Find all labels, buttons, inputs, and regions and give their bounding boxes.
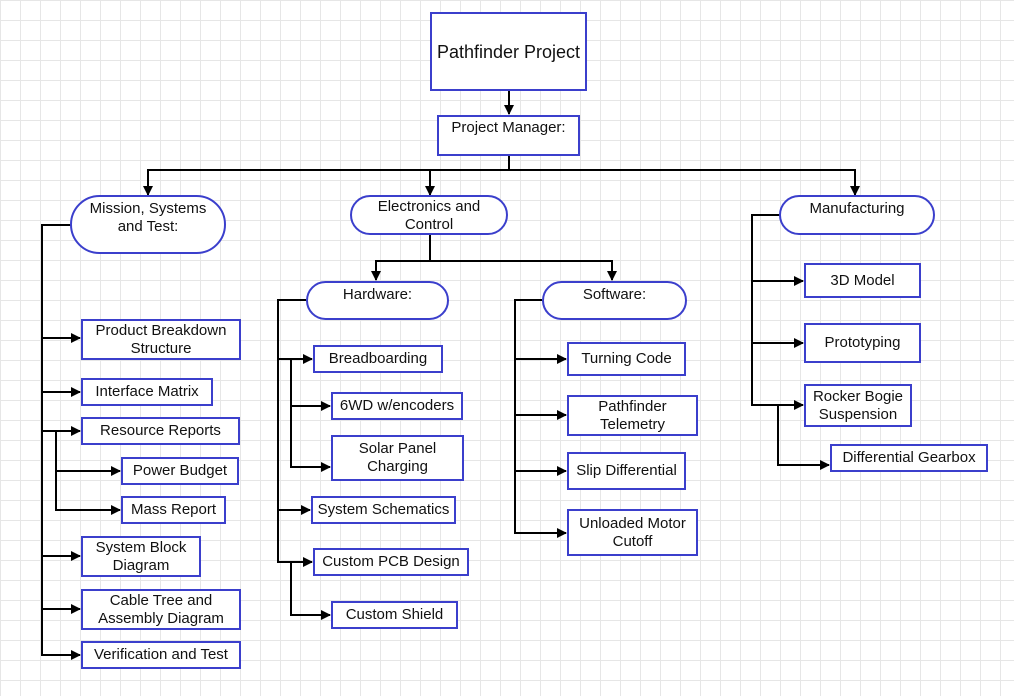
manufacturing-node: Manufacturing [779, 195, 935, 235]
unloaded-motor-cutoff-node: Unloaded Motor Cutoff [567, 509, 698, 556]
slip-differential-node: Slip Differential [567, 452, 686, 490]
breadboarding-node: Breadboarding [313, 345, 443, 373]
hardware-node: Hardware: [306, 281, 449, 320]
software-node: Software: [542, 281, 687, 320]
turning-code-node: Turning Code [567, 342, 686, 376]
system-schematics-node: System Schematics [311, 496, 456, 524]
mission-systems-test-node: Mission, Systems and Test: [70, 195, 226, 254]
pathfinder-telemetry-node: Pathfinder Telemetry [567, 395, 698, 436]
custom-shield-node: Custom Shield [331, 601, 458, 629]
cable-tree-assembly-node: Cable Tree and Assembly Diagram [81, 589, 241, 630]
prototyping-node: Prototyping [804, 323, 921, 363]
power-budget-node: Power Budget [121, 457, 239, 485]
mass-report-node: Mass Report [121, 496, 226, 524]
electronics-control-node: Electronics and Control [350, 195, 508, 235]
interface-matrix-node: Interface Matrix [81, 378, 213, 406]
3d-model-node: 3D Model [804, 263, 921, 298]
system-block-diagram-node: System Block Diagram [81, 536, 201, 577]
solar-panel-charging-node: Solar Panel Charging [331, 435, 464, 481]
product-breakdown-structure-node: Product Breakdown Structure [81, 319, 241, 360]
rocker-bogie-suspension-node: Rocker Bogie Suspension [804, 384, 912, 427]
differential-gearbox-node: Differential Gearbox [830, 444, 988, 472]
custom-pcb-design-node: Custom PCB Design [313, 548, 469, 576]
6wd-encoders-node: 6WD w/encoders [331, 392, 463, 420]
resource-reports-node: Resource Reports [81, 417, 240, 445]
verification-test-node: Verification and Test [81, 641, 241, 669]
root-node: Pathfinder Project [430, 12, 587, 91]
project-manager-node: Project Manager: [437, 115, 580, 156]
